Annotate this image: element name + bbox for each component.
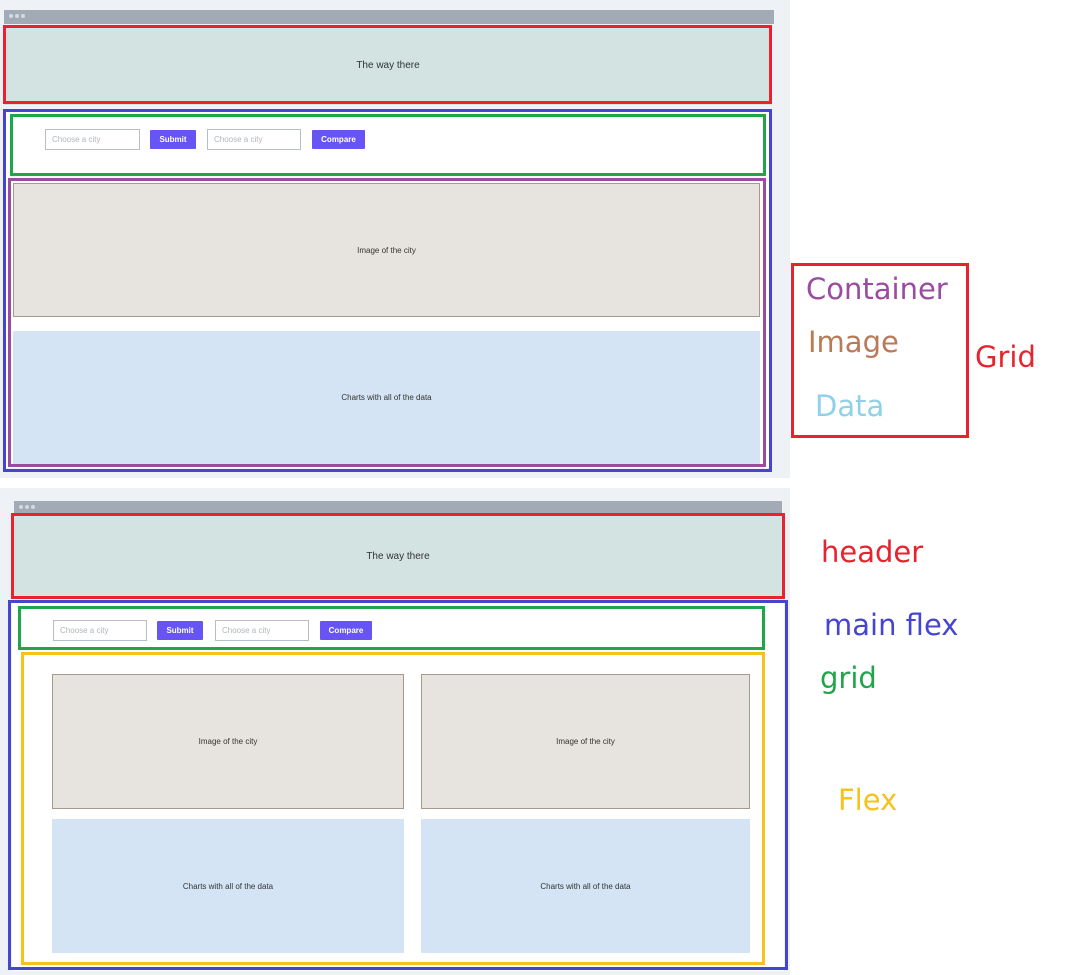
city-charts-placeholder-left: Charts with all of the data [52,819,404,953]
grid-outline [18,606,765,650]
titlebar-dot [21,14,25,18]
titlebar-dot [9,14,13,18]
header-outline [3,25,772,104]
bottom-header: The way there [14,516,782,597]
header-title: The way there [356,60,420,71]
data-label: Charts with all of the data [540,881,631,891]
city-image-placeholder-right: Image of the city [421,674,750,809]
titlebar-dot [19,505,23,509]
container-outline [8,178,766,467]
image-label: Image of the city [198,737,258,746]
legend-flex: Flex [838,783,898,817]
legend-main-flex: main flex [824,608,959,642]
city-input-1[interactable]: Choose a city [45,129,140,150]
titlebar-dot [15,14,19,18]
legend-grid-box [791,263,969,438]
city-charts-placeholder: Charts with all of the data [13,331,760,464]
form-outline [10,114,766,176]
compare-button[interactable]: Compare [312,130,365,149]
data-label: Charts with all of the data [341,393,432,402]
top-window-titlebar [4,10,774,24]
legend-grid: Grid [975,340,1036,374]
legend-container: Container [806,272,948,306]
data-label: Charts with all of the data [182,881,274,891]
submit-button[interactable]: Submit [157,621,203,640]
flex-outline [21,652,765,965]
header-title: The way there [366,551,430,562]
legend-grid-bottom: grid [820,661,877,695]
legend-image: Image [808,325,899,359]
city-image-placeholder: Image of the city [13,183,760,317]
legend-data: Data [815,389,885,423]
compare-button[interactable]: Compare [320,621,372,640]
top-header: The way there [4,26,772,105]
city-input-2[interactable]: Choose a city [215,620,309,641]
bottom-window-titlebar [14,501,782,515]
submit-button[interactable]: Submit [150,130,196,149]
titlebar-dot [31,505,35,509]
titlebar-dot [25,505,29,509]
main-flex-outline [8,600,788,970]
image-label: Image of the city [556,737,615,746]
city-input-2[interactable]: Choose a city [207,129,301,150]
image-label: Image of the city [357,245,416,255]
city-image-placeholder-left: Image of the city [52,674,404,809]
city-input-1[interactable]: Choose a city [53,620,147,641]
city-charts-placeholder-right: Charts with all of the data [421,819,750,953]
main-outline [3,109,772,472]
header-outline [11,513,785,599]
legend-header: header [821,535,924,569]
